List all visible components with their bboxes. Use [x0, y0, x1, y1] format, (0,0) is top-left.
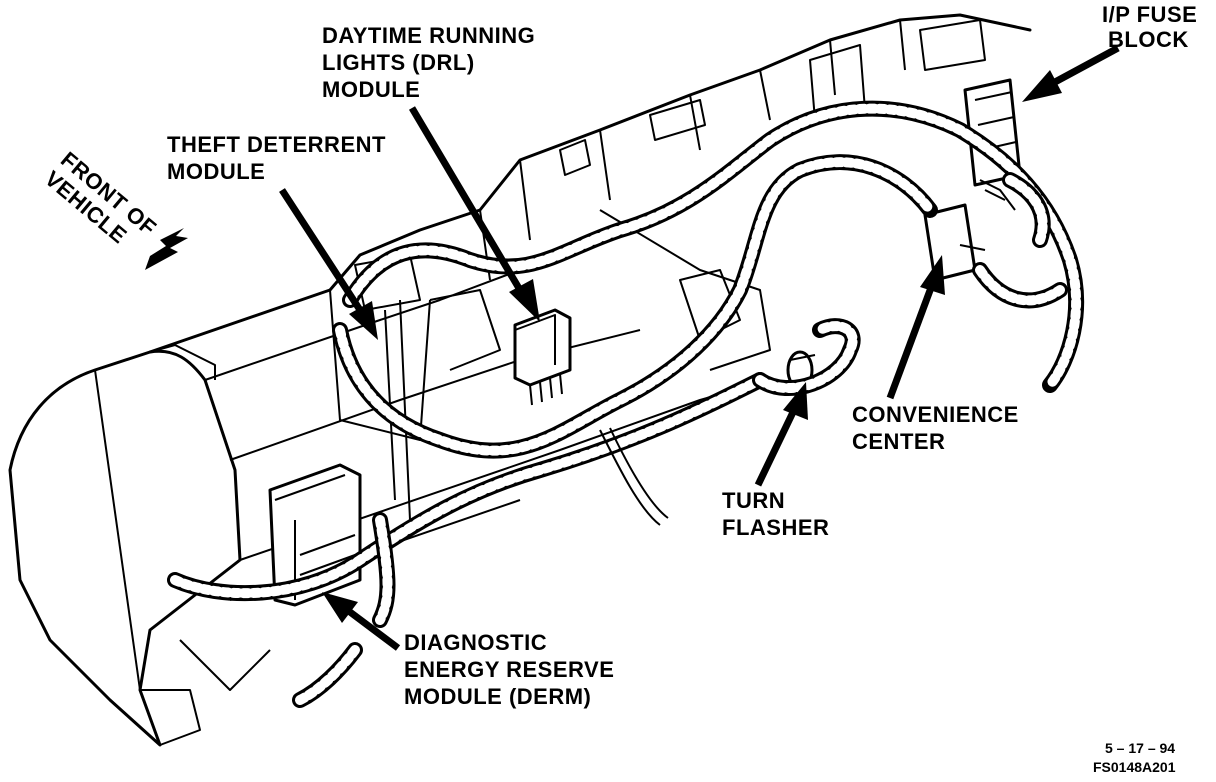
wiring-harness — [167, 100, 1085, 708]
fuse-block-arrow — [1053, 44, 1120, 86]
theft-arrow — [279, 188, 363, 312]
drl-module-label: DAYTIME RUNNING LIGHTS (DRL) MODULE — [322, 23, 542, 102]
theft-arrowhead — [349, 301, 378, 340]
figure-date: 5 – 17 – 94 — [1105, 740, 1175, 756]
turn-flasher-label: TURN FLASHER — [722, 488, 829, 540]
fuse-block-arrowhead — [1022, 70, 1062, 102]
drl-arrowhead — [509, 279, 540, 322]
convenience-center-label: CONVENIENCE CENTER — [852, 402, 1025, 454]
derm-arrow — [347, 609, 401, 651]
turn-flasher-arrow — [754, 406, 799, 487]
drl-module-box — [513, 308, 572, 387]
front-of-vehicle-arrow — [145, 228, 188, 270]
derm-arrowhead — [322, 592, 358, 623]
front-of-vehicle-label: FRONT OF VEHICLE — [40, 147, 166, 264]
derm-label: DIAGNOSTIC ENERGY RESERVE MODULE (DERM) — [404, 630, 621, 709]
theft-module-label: THEFT DETERRENT MODULE — [167, 132, 393, 184]
drl-arrow — [408, 106, 524, 292]
pointer-arrows — [145, 44, 1120, 651]
figure-code: FS0148A201 — [1093, 759, 1176, 775]
convenience-arrow — [886, 283, 936, 400]
fuse-block-label: I/P FUSE BLOCK — [1102, 2, 1204, 52]
turn-flasher-arrowhead — [783, 382, 808, 420]
convenience-arrowhead — [920, 255, 945, 295]
